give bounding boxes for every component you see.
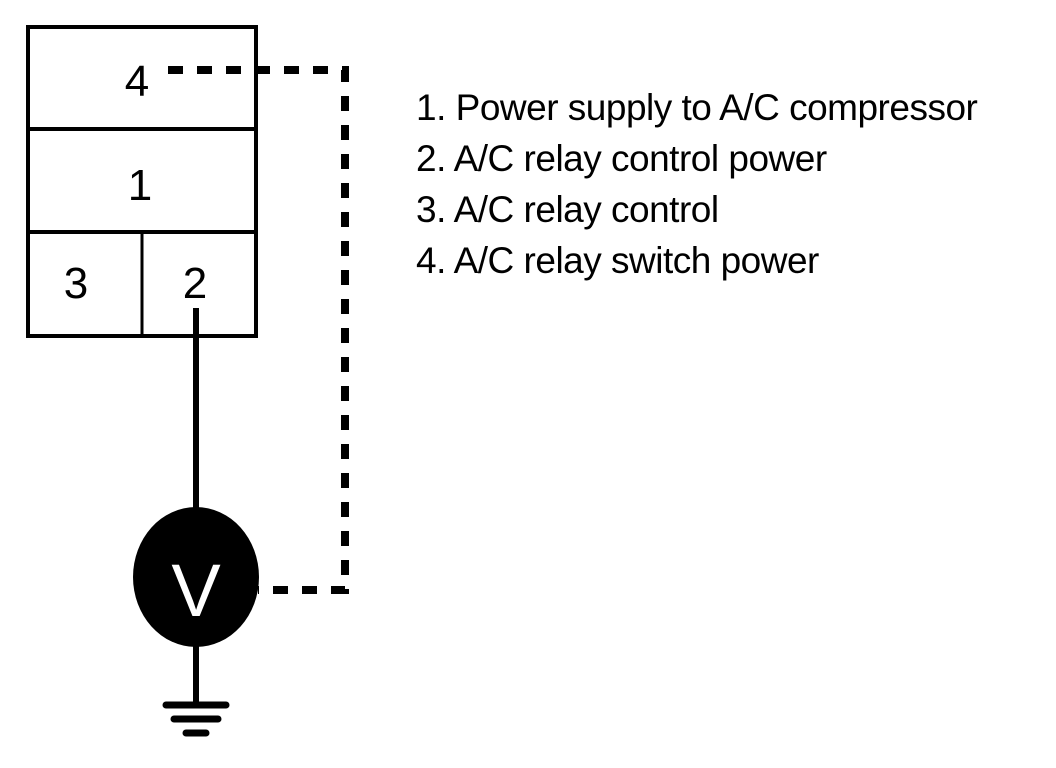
ground-icon [162, 701, 230, 737]
voltmeter-symbol: V [171, 549, 221, 632]
terminal-2-label: 2 [183, 259, 207, 308]
terminal-4-label: 4 [125, 57, 149, 106]
legend-item-3: 3. A/C relay control [416, 189, 719, 230]
voltmeter-icon: V [133, 507, 259, 647]
legend-item-1: 1. Power supply to A/C compressor [416, 87, 978, 128]
wire-terminal-4-to-meter [168, 66, 349, 594]
terminal-1-label: 1 [128, 161, 152, 210]
legend-item-2: 2. A/C relay control power [416, 138, 827, 179]
terminal-3-label: 3 [64, 259, 88, 308]
terminal-legend: 1. Power supply to A/C compressor 2. A/C… [416, 82, 978, 286]
connector: 4 1 3 2 [26, 25, 258, 338]
legend-item-4: 4. A/C relay switch power [416, 240, 819, 281]
voltmeter-body [133, 507, 259, 647]
